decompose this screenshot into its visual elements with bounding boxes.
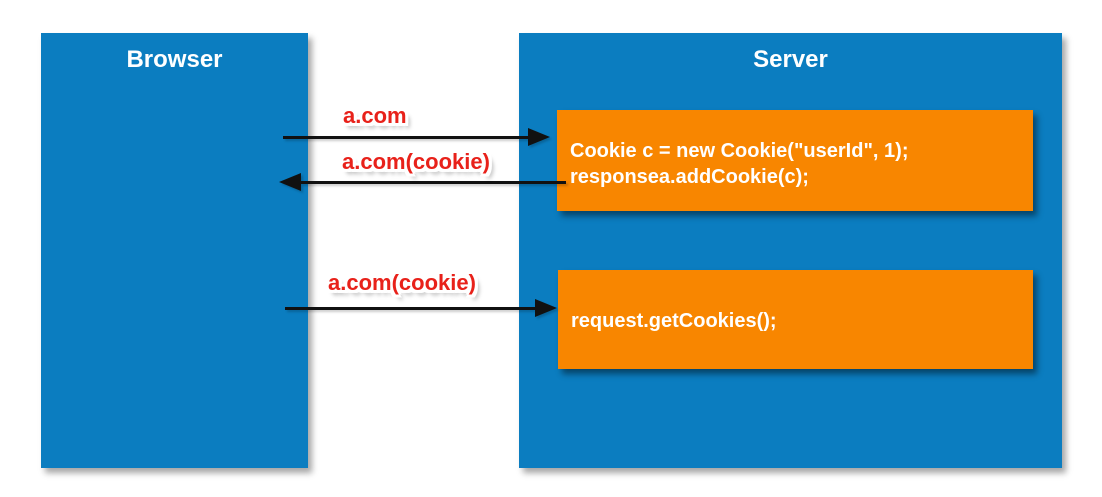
server-title: Server [753, 46, 828, 73]
arrow-line [283, 136, 529, 139]
code-line: responsea.addCookie(c); [570, 166, 809, 188]
request-arrow-label: a.com [343, 103, 407, 128]
browser-title: Browser [126, 46, 223, 73]
browser-box: Browser [41, 33, 308, 468]
get-cookie-code-box: request.getCookies(); [558, 270, 1033, 369]
arrow-line [285, 307, 536, 310]
arrow-line [299, 181, 566, 184]
response-arrow-label: a.com(cookie) [342, 149, 490, 174]
code-line: request.getCookies(); [571, 310, 777, 332]
arrowhead-right-icon [528, 128, 550, 146]
cookie-request-arrow-label: a.com(cookie) [328, 270, 476, 295]
code-line: Cookie c = new Cookie("userId", 1); [570, 140, 909, 162]
set-cookie-code-box: Cookie c = new Cookie("userId", 1); resp… [557, 110, 1033, 211]
server-box: Server [519, 33, 1062, 468]
arrowhead-right-icon [535, 299, 557, 317]
arrowhead-left-icon [279, 173, 301, 191]
